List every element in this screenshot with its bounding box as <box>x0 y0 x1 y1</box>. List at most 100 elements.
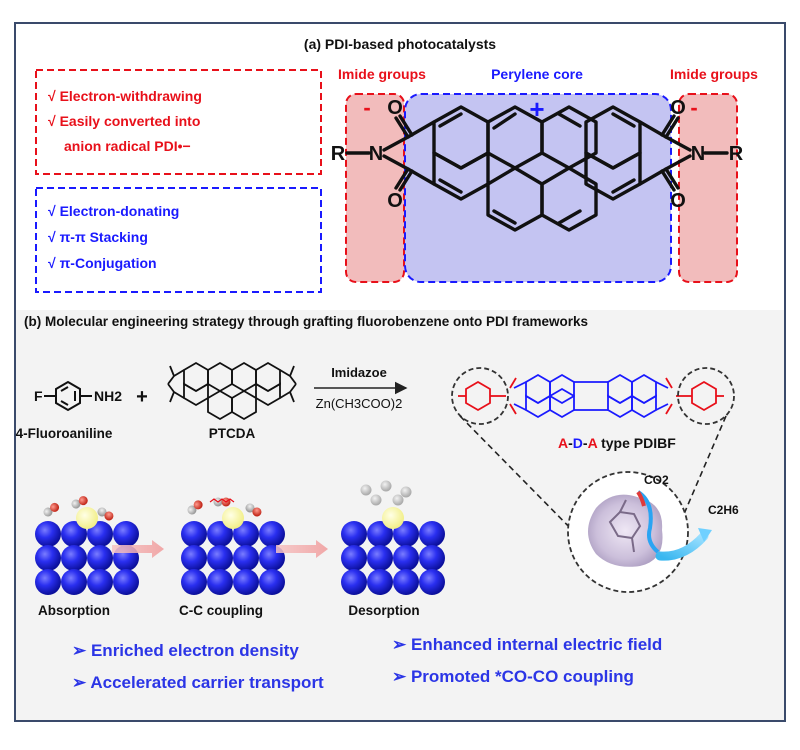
catalyst-atom <box>233 521 259 547</box>
active-site-atom <box>382 507 404 529</box>
c2h6-arrowhead <box>698 528 712 542</box>
co-molecule <box>43 502 60 517</box>
step-cc-coupling-label: C-C coupling <box>179 603 263 618</box>
ada-donor: D <box>573 435 583 451</box>
desorbed-product-atom <box>392 494 404 506</box>
atom-o-left-bottom: O <box>387 190 403 212</box>
bullet-enriched-density: ➢ Enriched electron density <box>72 641 299 660</box>
c2h6-product-arrow <box>655 531 709 561</box>
atom-n-left: N <box>369 143 383 165</box>
catalyst-atom <box>61 569 87 595</box>
charge-minus-left: - <box>363 95 370 120</box>
blue-properties-box <box>35 187 322 293</box>
blue-box-line-2: √ π-π Stacking <box>48 229 148 245</box>
magnifier-circle-right <box>677 367 735 425</box>
ada-label: A-D-A type PDIBF <box>558 435 676 451</box>
bullet-carrier-transport: ➢ Accelerated carrier transport <box>72 673 324 692</box>
oxygen-atom <box>104 511 114 521</box>
carbon-atom <box>245 503 255 513</box>
plus-sign: + <box>136 386 148 408</box>
red-box-line-1: √ Electron-withdrawing <box>48 88 202 104</box>
catalyst-atom <box>61 521 87 547</box>
active-site-atom <box>222 507 244 529</box>
blue-box-line-1: √ Electron-donating <box>48 203 179 219</box>
fluoroaniline-structure <box>44 380 92 412</box>
atom-o-right-bottom: O <box>670 190 686 212</box>
reaction-condition-bottom: Zn(CH3COO)2 <box>316 396 403 411</box>
bullet-electric-field: ➢ Enhanced internal electric field <box>392 635 662 654</box>
charge-minus-right: - <box>690 95 697 120</box>
catalyst-atom <box>341 521 367 547</box>
ada-dash-1: - <box>568 435 573 451</box>
reaction-condition-top: Imidazoe <box>331 365 387 380</box>
active-site-atom <box>76 507 98 529</box>
carbon-atom <box>71 499 81 509</box>
catalyst-atom <box>393 545 419 571</box>
co-molecule <box>97 507 114 521</box>
catalyst-atom <box>367 521 393 547</box>
catalyst-atom <box>35 545 61 571</box>
coupling-bond <box>209 498 235 503</box>
catalyst-atom <box>419 569 445 595</box>
atom-o-left-top: O <box>387 97 403 119</box>
blue-box-line-3: √ π-Conjugation <box>48 255 157 271</box>
catalyst-atom <box>207 521 233 547</box>
atom-r-left: R <box>331 143 346 165</box>
desorbed-product-atom <box>400 486 412 498</box>
catalyst-atom <box>393 521 419 547</box>
ptcda-structure <box>167 361 297 421</box>
catalyst-atom <box>35 569 61 595</box>
oxygen-atom <box>78 496 88 506</box>
panel-b-title: (b) Molecular engineering strategy throu… <box>24 314 588 329</box>
step-cc-coupling <box>181 497 285 595</box>
panel-a: (a) PDI-based photocatalysts √ Electron-… <box>35 36 758 293</box>
ada-acceptor-1: A <box>558 435 568 451</box>
panel-b: (b) Molecular engineering strategy throu… <box>16 314 739 692</box>
red-box-line-2: √ Easily converted into <box>48 113 200 129</box>
step-desorption <box>341 480 445 595</box>
atom-n-right: N <box>691 143 705 165</box>
carbon-atom <box>187 505 197 515</box>
step-arrow-2 <box>276 540 328 558</box>
pdibf-structure <box>458 373 724 419</box>
catalyst-atom <box>341 569 367 595</box>
catalyst-atom <box>181 569 207 595</box>
catalyst-atom <box>393 569 419 595</box>
catalyst-atom <box>181 545 207 571</box>
red-properties-box <box>35 69 322 175</box>
atom-r-right: R <box>729 143 744 165</box>
fluoroaniline-nh2: NH2 <box>94 388 122 404</box>
oxygen-atom <box>193 500 203 510</box>
co2-adsorption-path <box>636 490 660 554</box>
catalyst-atom <box>181 521 207 547</box>
zoomed-molecule-skeleton <box>608 499 642 553</box>
fluoroaniline-f: F <box>34 388 43 404</box>
catalyst-atom <box>35 521 61 547</box>
catalyst-atom <box>367 545 393 571</box>
panel-a-title: (a) PDI-based photocatalysts <box>304 36 496 52</box>
step-absorption <box>35 496 139 595</box>
fluoroaniline-name: 4-Fluoroaniline <box>16 426 113 441</box>
catalyst-atom <box>87 545 113 571</box>
catalyst-atom <box>113 569 139 595</box>
ada-type-name: type PDIBF <box>597 435 676 451</box>
perylene-core-label: Perylene core <box>491 66 583 82</box>
catalyst-atom <box>341 545 367 571</box>
desorbed-product-atom <box>380 480 392 492</box>
desorbed-product-atom <box>360 484 372 496</box>
oxygen-atom <box>50 502 60 512</box>
step-desorption-label: Desorption <box>348 603 419 618</box>
step-arrow-1 <box>112 540 164 558</box>
catalyst-atom <box>87 569 113 595</box>
catalyst-atom <box>259 569 285 595</box>
catalyst-atom <box>87 521 113 547</box>
carbon-atom <box>97 507 107 517</box>
imide-label-right: Imide groups <box>670 66 758 82</box>
co-molecule <box>245 503 262 517</box>
ada-dash-2: - <box>583 435 588 451</box>
red-box-line-3: anion radical PDI•− <box>64 138 191 154</box>
catalyst-atom <box>207 569 233 595</box>
catalyst-atom <box>113 521 139 547</box>
imide-label-left: Imide groups <box>338 66 426 82</box>
catalyst-atom <box>419 545 445 571</box>
